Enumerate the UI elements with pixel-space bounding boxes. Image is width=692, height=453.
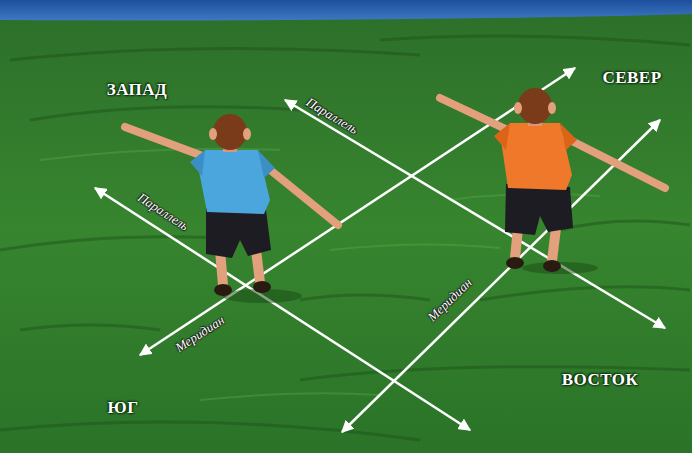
axis-lines — [95, 68, 665, 432]
meridian-label: Меридиан — [172, 312, 227, 356]
direction-label: ВОСТОК — [562, 370, 639, 390]
meridian-label: Меридиан — [424, 275, 475, 325]
direction-label: СЕВЕР — [602, 68, 661, 88]
boy-blue-shirt — [125, 114, 338, 303]
meridian-line — [140, 68, 575, 355]
grass-strokes — [0, 36, 690, 440]
meridian-line — [342, 120, 660, 432]
parallel-label: Параллель — [303, 94, 361, 137]
direction-label: ЮГ — [108, 398, 139, 418]
parallel-line — [285, 100, 665, 328]
parallel-line — [95, 188, 470, 430]
sky-strip — [0, 0, 692, 20]
direction-label: ЗАПАД — [107, 80, 168, 100]
boy-orange-shirt — [440, 88, 665, 274]
parallel-label: Параллель — [134, 190, 191, 235]
